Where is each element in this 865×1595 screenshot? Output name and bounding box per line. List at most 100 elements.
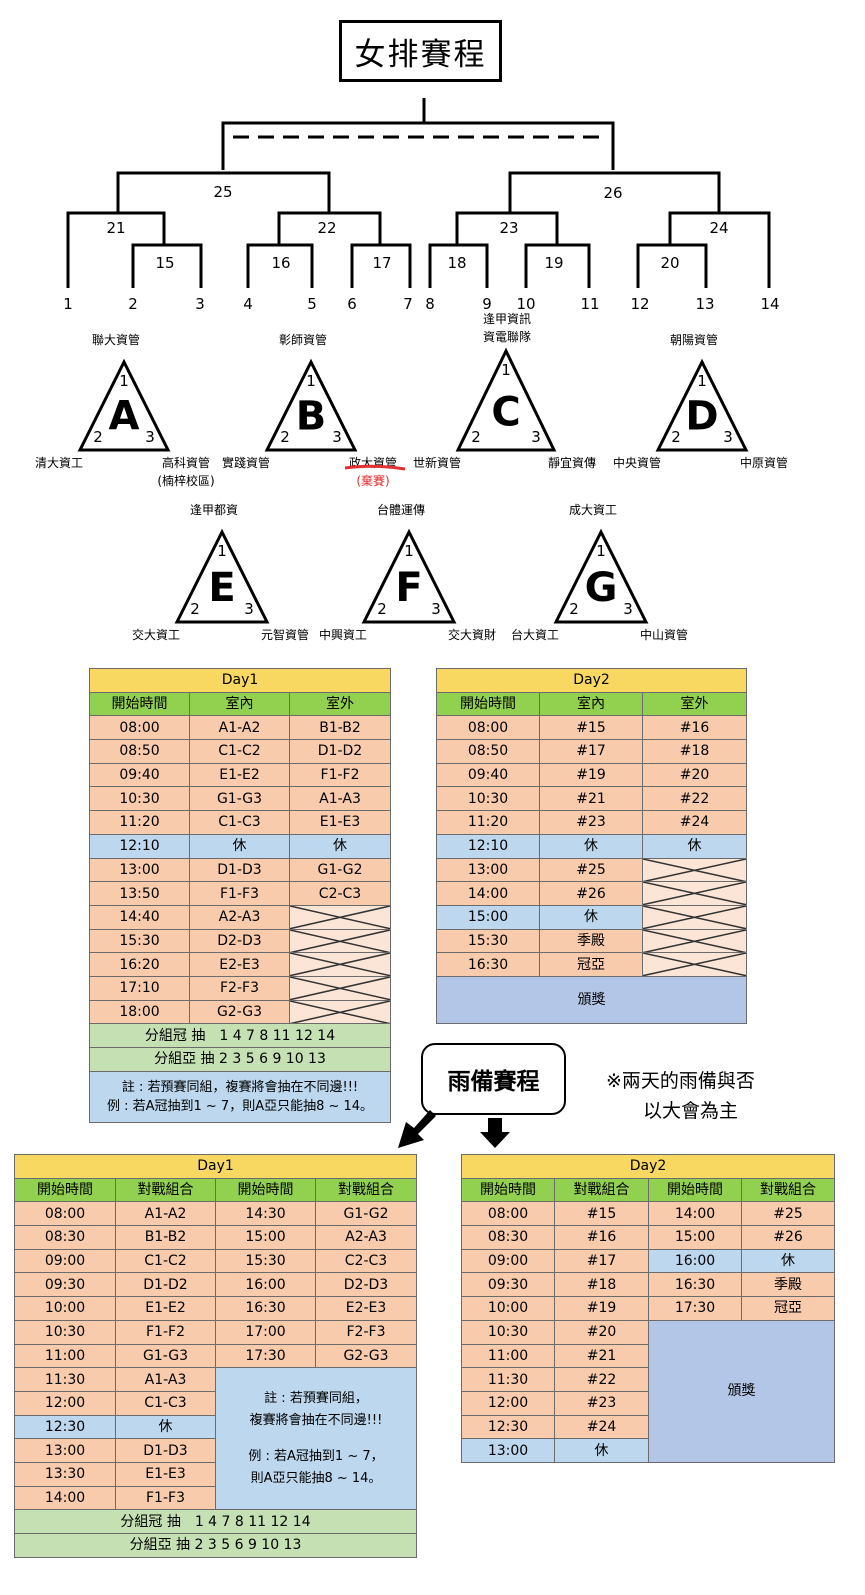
time-cell: 13:00 <box>461 1438 555 1463</box>
group-G-team-2: 台大資工 <box>511 627 559 642</box>
match-cell: B1-B2 <box>115 1225 216 1250</box>
time-cell: 09:30 <box>461 1272 555 1298</box>
match-number-19: 19 <box>544 254 563 272</box>
indoor-match-cell: 冠亞 <box>539 952 643 977</box>
indoor-match-cell: C1-C3 <box>189 810 290 835</box>
time-cell: 09:00 <box>14 1248 116 1274</box>
column-header: 開始時間 <box>436 691 540 717</box>
time-cell: 10:00 <box>461 1296 555 1321</box>
seed-13: 13 <box>695 295 714 313</box>
time-cell: 08:00 <box>14 1201 116 1227</box>
indoor-match-cell: #26 <box>539 881 643 906</box>
time-cell: 08:00 <box>461 1201 555 1227</box>
outdoor-match-cell: 休 <box>288 833 392 859</box>
award-ceremony: 頒獎 <box>435 975 748 1024</box>
bracket-line-23 <box>455 211 559 245</box>
column-header: 開始時間 <box>648 1177 742 1203</box>
indoor-match-cell: E2-E3 <box>189 952 290 977</box>
match-number-24: 24 <box>709 219 728 237</box>
match-cell: #19 <box>554 1296 649 1321</box>
time-cell: 15:00 <box>648 1225 742 1250</box>
group-A-vertex-2: 2 <box>93 428 103 446</box>
time-cell: 15:30 <box>436 928 540 954</box>
time-cell: 18:00 <box>89 999 190 1025</box>
time-cell: 10:30 <box>14 1319 116 1345</box>
indoor-match-cell: 休 <box>539 833 643 859</box>
empty-slot-cross <box>641 952 748 977</box>
group-letter-F: F <box>395 565 422 611</box>
group-runnerup-draw: 分組亞 抽 2 3 5 6 9 10 13 <box>14 1533 417 1558</box>
group-runnerup-draw: 分組亞 抽 2 3 5 6 9 10 13 <box>88 1047 392 1072</box>
indoor-match-cell: #15 <box>539 715 643 741</box>
match-cell: G1-G2 <box>315 1201 417 1227</box>
match-cell: D1-D3 <box>115 1438 216 1463</box>
outdoor-match-cell: #24 <box>641 810 748 835</box>
match-number-26: 26 <box>603 184 622 202</box>
match-number-25: 25 <box>213 183 232 201</box>
time-cell: 16:20 <box>89 952 190 977</box>
time-cell: 08:00 <box>89 715 190 741</box>
bracket-line-16 <box>246 243 314 288</box>
column-header: 室內 <box>539 691 643 717</box>
match-number-17: 17 <box>372 254 391 272</box>
group-A-team-3-note: (楠梓校區) <box>157 473 214 488</box>
group-D-vertex-1: 1 <box>697 372 707 390</box>
group-letter-B: B <box>296 394 327 440</box>
indoor-match-cell: #23 <box>539 810 643 835</box>
indoor-match-cell: #21 <box>539 786 643 812</box>
empty-slot-cross <box>288 904 392 930</box>
empty-slot-cross <box>288 928 392 954</box>
match-cell: #16 <box>554 1225 649 1250</box>
seed-9: 9 <box>482 295 492 313</box>
time-cell: 12:30 <box>14 1414 116 1440</box>
rain-schedule-title: 雨備賽程 <box>421 1043 566 1115</box>
group-B-vertex-1: 1 <box>306 372 316 390</box>
time-cell: 08:00 <box>436 715 540 741</box>
day1-note: 註 : 若預賽同組，複賽將會抽在不同邊!!!例 : 若A冠抽到1 ~ 7，則A亞… <box>88 1070 392 1123</box>
group-letter-E: E <box>208 565 235 611</box>
time-cell: 08:50 <box>89 739 190 764</box>
group-B-vertex-2: 2 <box>280 428 290 446</box>
time-cell: 17:30 <box>648 1296 742 1321</box>
indoor-match-cell: F2-F3 <box>189 975 290 1001</box>
match-cell: #23 <box>554 1390 649 1416</box>
time-cell: 10:30 <box>89 786 190 812</box>
outdoor-match-cell: B1-B2 <box>288 715 392 741</box>
group-A-team-3: 高科資管 <box>162 455 210 470</box>
match-number-18: 18 <box>447 254 466 272</box>
group-F-team-1: 台體運傳 <box>377 502 425 517</box>
indoor-match-cell: #19 <box>539 762 643 788</box>
rain-note-line2: 以大會為主 <box>643 1100 739 1122</box>
time-cell: 11:30 <box>461 1367 555 1392</box>
award-ceremony: 頒獎 <box>648 1319 835 1463</box>
time-cell: 11:00 <box>14 1343 116 1369</box>
match-cell: E1-E2 <box>115 1296 216 1321</box>
group-D-vertex-2: 2 <box>671 428 681 446</box>
arrow-down-icon <box>480 1118 510 1148</box>
time-cell: 16:30 <box>648 1272 742 1298</box>
match-number-23: 23 <box>499 219 518 237</box>
group-C-vertex-1: 1 <box>501 361 511 379</box>
outdoor-match-cell: D1-D2 <box>288 739 392 764</box>
match-cell: D1-D2 <box>115 1272 216 1298</box>
seed-1: 1 <box>63 295 73 313</box>
time-cell: 11:20 <box>436 810 540 835</box>
group-F-triangle <box>361 528 457 624</box>
indoor-match-cell: A1-A2 <box>189 715 290 741</box>
day2-title: Day2 <box>435 668 748 693</box>
time-cell: 09:30 <box>14 1272 116 1298</box>
indoor-match-cell: 季殿 <box>539 928 643 954</box>
match-number-15: 15 <box>155 254 174 272</box>
time-cell: 13:00 <box>436 857 540 883</box>
time-cell: 12:10 <box>436 833 540 859</box>
time-cell: 08:50 <box>436 739 540 764</box>
column-header: 開始時間 <box>215 1177 316 1203</box>
match-number-20: 20 <box>660 254 679 272</box>
group-B-vertex-3: 3 <box>332 428 342 446</box>
time-cell: 15:30 <box>89 928 190 954</box>
bracket-line-24 <box>668 211 771 288</box>
match-cell: C1-C2 <box>115 1248 216 1274</box>
